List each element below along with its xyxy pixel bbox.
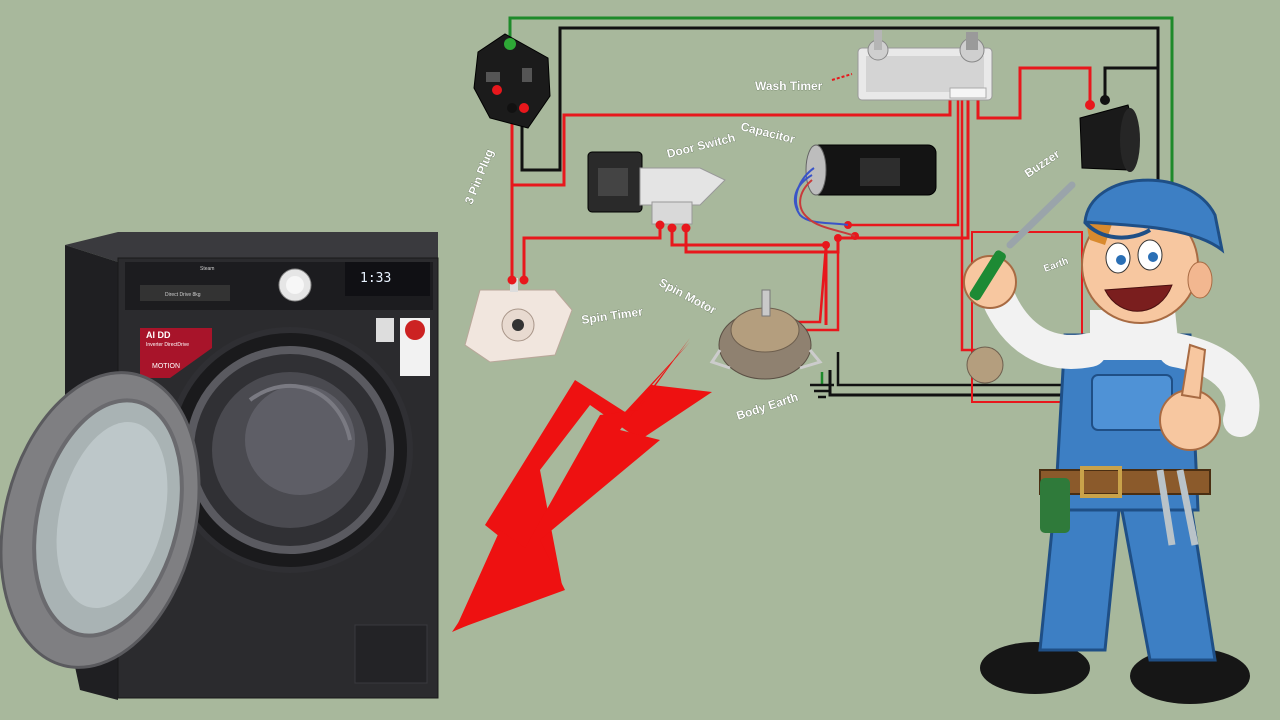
live-wire-timer-buzzer bbox=[976, 66, 1092, 120]
washing-machine-icon: Direct Drive 8kg Steam 1:33 AI DD Invert… bbox=[0, 232, 439, 700]
display-readout: 1:33 bbox=[360, 271, 391, 286]
label-wash-timer: Wash Timer bbox=[755, 79, 823, 93]
earth-icon bbox=[810, 372, 834, 399]
buzzer-icon bbox=[1079, 95, 1140, 172]
junction-dot bbox=[834, 234, 842, 242]
label-body-earth: Body Earth bbox=[735, 390, 800, 423]
label-spin-motor: Spin Motor bbox=[657, 275, 719, 317]
neutral-wire-lower bbox=[836, 352, 1158, 387]
model-text: Direct Drive 8kg bbox=[165, 292, 201, 298]
live-wire-spin-timer-b bbox=[522, 225, 662, 278]
label-spin-timer: Spin Timer bbox=[580, 304, 643, 327]
earth-wire bbox=[508, 16, 1174, 330]
label-door-switch: Door Switch bbox=[665, 130, 736, 161]
neutral-wire-buzzer bbox=[1103, 66, 1158, 100]
door-switch-icon bbox=[587, 151, 726, 233]
live-wire-timer-right bbox=[960, 100, 980, 352]
badge-mid-text: Inverter DirectDrive bbox=[146, 342, 189, 348]
motor-icon bbox=[709, 289, 823, 380]
spin-timer-icon bbox=[464, 275, 573, 363]
live-wire-main bbox=[510, 88, 952, 187]
label-earth: Earth bbox=[1042, 256, 1070, 275]
arrow-icon bbox=[831, 73, 853, 81]
label-buzzer: Buzzer bbox=[1022, 147, 1063, 181]
live-wire-motor bbox=[790, 244, 828, 324]
live-wire-cap bbox=[848, 95, 960, 227]
brand-small-text: Steam bbox=[200, 266, 214, 272]
live-wire-door-b bbox=[684, 100, 970, 254]
arrow-icon bbox=[455, 338, 690, 630]
label-capacitor: Capacitor bbox=[739, 119, 796, 146]
label-plug: 3 Pin Plug bbox=[462, 147, 497, 206]
live-wire-motor-b bbox=[790, 252, 840, 332]
badge-bottom-text: MOTION bbox=[152, 363, 180, 370]
neutral-wire-top bbox=[520, 26, 1160, 397]
live-wire-door bbox=[670, 228, 828, 325]
badge-top-text: AI DD bbox=[146, 330, 171, 340]
capacitor-icon bbox=[793, 144, 937, 237]
timer-icon bbox=[857, 30, 993, 101]
plug-icon bbox=[473, 33, 551, 129]
junction-dot bbox=[822, 241, 830, 249]
mechanic-illustration bbox=[963, 178, 1260, 704]
